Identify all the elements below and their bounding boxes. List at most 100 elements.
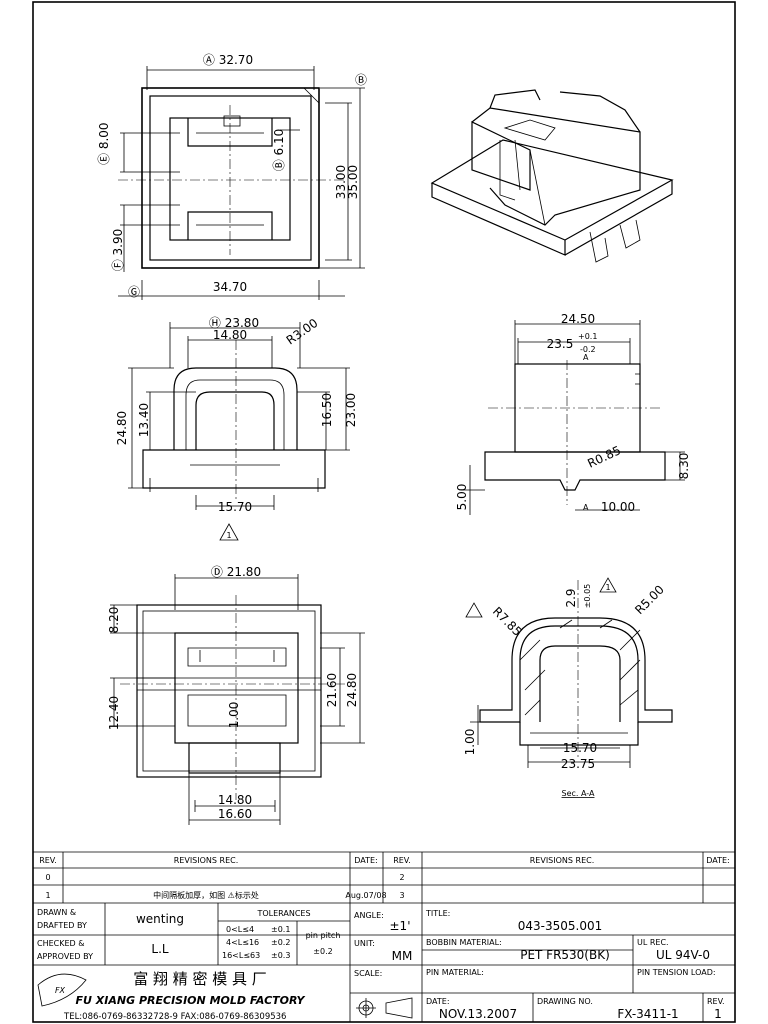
tol-val-1: ±0.2: [271, 938, 290, 947]
bobbin-value: PET FR530(BK): [520, 948, 610, 962]
projection-symbol-icon: [356, 997, 413, 1019]
side-dim-23-5: 23.5: [547, 337, 574, 351]
isometric-view: [430, 89, 674, 263]
company-name-en: FU XIANG PRECISION MOLD FACTORY: [76, 994, 306, 1007]
warning-triangle-icon: [465, 602, 483, 618]
company-name-cn: 富 翔 精 密 模 具 厂: [133, 970, 267, 988]
title-label: TITLE:: [425, 909, 450, 918]
side-dim-24-5: 24.50: [561, 312, 595, 326]
section-dim-1: 1.00: [463, 729, 477, 756]
top-dim-33: 33.00: [334, 165, 348, 199]
section-mark-a-bottom: A: [583, 503, 589, 512]
rev-right-3: 3: [399, 891, 404, 900]
bottom-dim-14-8: 14.80: [218, 793, 252, 807]
section-view: 2.9 ±0.05 R7.85 R5.00 1.00 15.70 23.75 S…: [463, 577, 673, 798]
rev-row-1-desc: 中间隔板加厚，如图 ⚠标示处: [153, 890, 259, 900]
section-dim-23-75: 23.75: [561, 757, 595, 771]
section-dim-2-9-tol: ±0.05: [583, 584, 592, 609]
bottom-dim-8-2: 8.20: [107, 607, 121, 634]
side-tol-up: +0.1: [578, 332, 597, 341]
section-mark-a-top: A: [583, 353, 589, 362]
drawn-label: DRAWN &DRAFTED BY: [37, 908, 87, 930]
unit-label: UNIT:: [354, 939, 375, 948]
pin-material-label: PIN MATERIAL:: [426, 968, 484, 977]
side-tol-down: -0.2: [580, 345, 596, 354]
svg-text:1: 1: [226, 531, 231, 540]
ul-value: UL 94V-0: [656, 948, 710, 962]
checked-value: L.L: [151, 942, 169, 956]
date-header-right: DATE:: [706, 856, 730, 865]
top-dim-6-1: Ⓑ 6.10: [272, 129, 286, 172]
rev-row-1-date: Aug.07/08: [345, 891, 386, 900]
pin-pitch-value: ±0.2: [313, 947, 332, 956]
top-view: Ⓐ 32.70 Ⓑ Ⓔ 8.00 Ⓑ 6.10 33.00 35.00 Ⓕ 3.…: [97, 53, 367, 300]
rev-row-1: 1: [45, 891, 50, 900]
pin-tension-label: PIN TENSION LOAD:: [637, 968, 716, 977]
warning-triangle-icon: [599, 577, 617, 593]
front-dim-23-8: Ⓗ 23.80: [209, 316, 259, 330]
revisions-header-left: REVISIONS REC.: [174, 856, 239, 865]
rev-right-2: 2: [399, 873, 404, 882]
side-dim-5: 5.00: [455, 484, 469, 511]
title-block: REV. REVISIONS REC. DATE: REV. REVISIONS…: [33, 851, 735, 1022]
drawing-no-label: DRAWING NO.: [537, 997, 593, 1006]
bottom-dim-21-6: 21.60: [325, 673, 339, 707]
drawing-border: [32, 1, 736, 1023]
angle-label: ANGLE:: [354, 911, 384, 920]
front-dim-14-8: 14.80: [213, 328, 247, 342]
date-label: DATE:: [426, 997, 450, 1006]
top-dim-35: 35.00: [346, 165, 360, 199]
section-dim-15-7: 15.70: [563, 741, 597, 755]
angle-value: ±1': [390, 919, 411, 933]
top-dim-width: Ⓐ 32.70: [203, 53, 253, 67]
rev-value: 1: [714, 1007, 722, 1021]
side-dim-8-3: 8.30: [677, 453, 691, 480]
section-caption: Sec. A-A: [562, 789, 595, 798]
front-dim-16-5: 16.50: [320, 393, 334, 427]
company-contact: TEL:086-0769-86332728-9 FAX:086-0769-863…: [63, 1012, 286, 1022]
front-dim-r3: R3.00: [284, 316, 321, 348]
front-dim-24-8: 24.80: [115, 411, 129, 445]
bottom-dim-24-8: 24.80: [345, 673, 359, 707]
bottom-dim-16-6: 16.60: [218, 807, 252, 821]
tol-val-2: ±0.3: [271, 951, 290, 960]
drawing-no-value: FX-3411-1: [617, 1007, 678, 1021]
company-logo-text: FX: [55, 986, 66, 995]
pin-pitch-label: pin pitch: [306, 931, 341, 940]
bottom-dim-21-8: Ⓓ 21.80: [211, 565, 261, 579]
tol-range-1: 4<L≤16: [226, 938, 259, 947]
front-view: Ⓗ 23.80 14.80 R3.00 24.80 13.40 16.50 23…: [115, 316, 358, 541]
rev-header-right: REV.: [393, 856, 411, 865]
bobbin-label: BOBBIN MATERIAL:: [426, 938, 502, 947]
top-mark-b: Ⓑ: [355, 73, 367, 87]
section-dim-r7-85: R7.85: [490, 604, 525, 639]
side-dim-10: 10.00: [601, 500, 635, 514]
section-dim-2-9: 2.9: [564, 588, 578, 607]
rev-row-0: 0: [45, 873, 50, 882]
top-dim-8: Ⓔ 8.00: [97, 122, 111, 165]
bottom-dim-1: 1.00: [227, 702, 241, 729]
section-dim-r5: R5.00: [632, 582, 667, 617]
tolerances-header: TOLERANCES: [256, 909, 310, 918]
scale-label: SCALE:: [354, 969, 382, 978]
bottom-view: Ⓓ 21.80 8.20 12.40 21.60 24.80 1.00 14.8…: [107, 565, 365, 825]
top-dim-3-9: Ⓕ 3.90: [111, 229, 125, 272]
top-dim-34-7: 34.70: [213, 280, 247, 294]
side-view: 24.50 23.5 +0.1 -0.2 R0.85 8.30 5.00 10.…: [455, 312, 691, 515]
tol-val-0: ±0.1: [271, 925, 290, 934]
bottom-dim-12-4: 12.40: [107, 696, 121, 730]
side-dim-r0-85: R0.85: [585, 443, 623, 471]
rev-label: REV.: [707, 997, 725, 1006]
revisions-header-right: REVISIONS REC.: [530, 856, 595, 865]
rev-header-left: REV.: [39, 856, 57, 865]
svg-text:1: 1: [605, 583, 610, 592]
warning-triangle-icon: [219, 523, 239, 541]
drawn-value: wenting: [136, 912, 184, 926]
date-value: NOV.13.2007: [439, 1007, 517, 1021]
front-dim-23: 23.00: [344, 393, 358, 427]
front-dim-15-7: 15.70: [218, 500, 252, 514]
company-logo-icon: [37, 973, 87, 1007]
date-header-left: DATE:: [354, 856, 378, 865]
tol-range-0: 0<L≤4: [226, 925, 254, 934]
title-value: 043-3505.001: [518, 919, 603, 933]
